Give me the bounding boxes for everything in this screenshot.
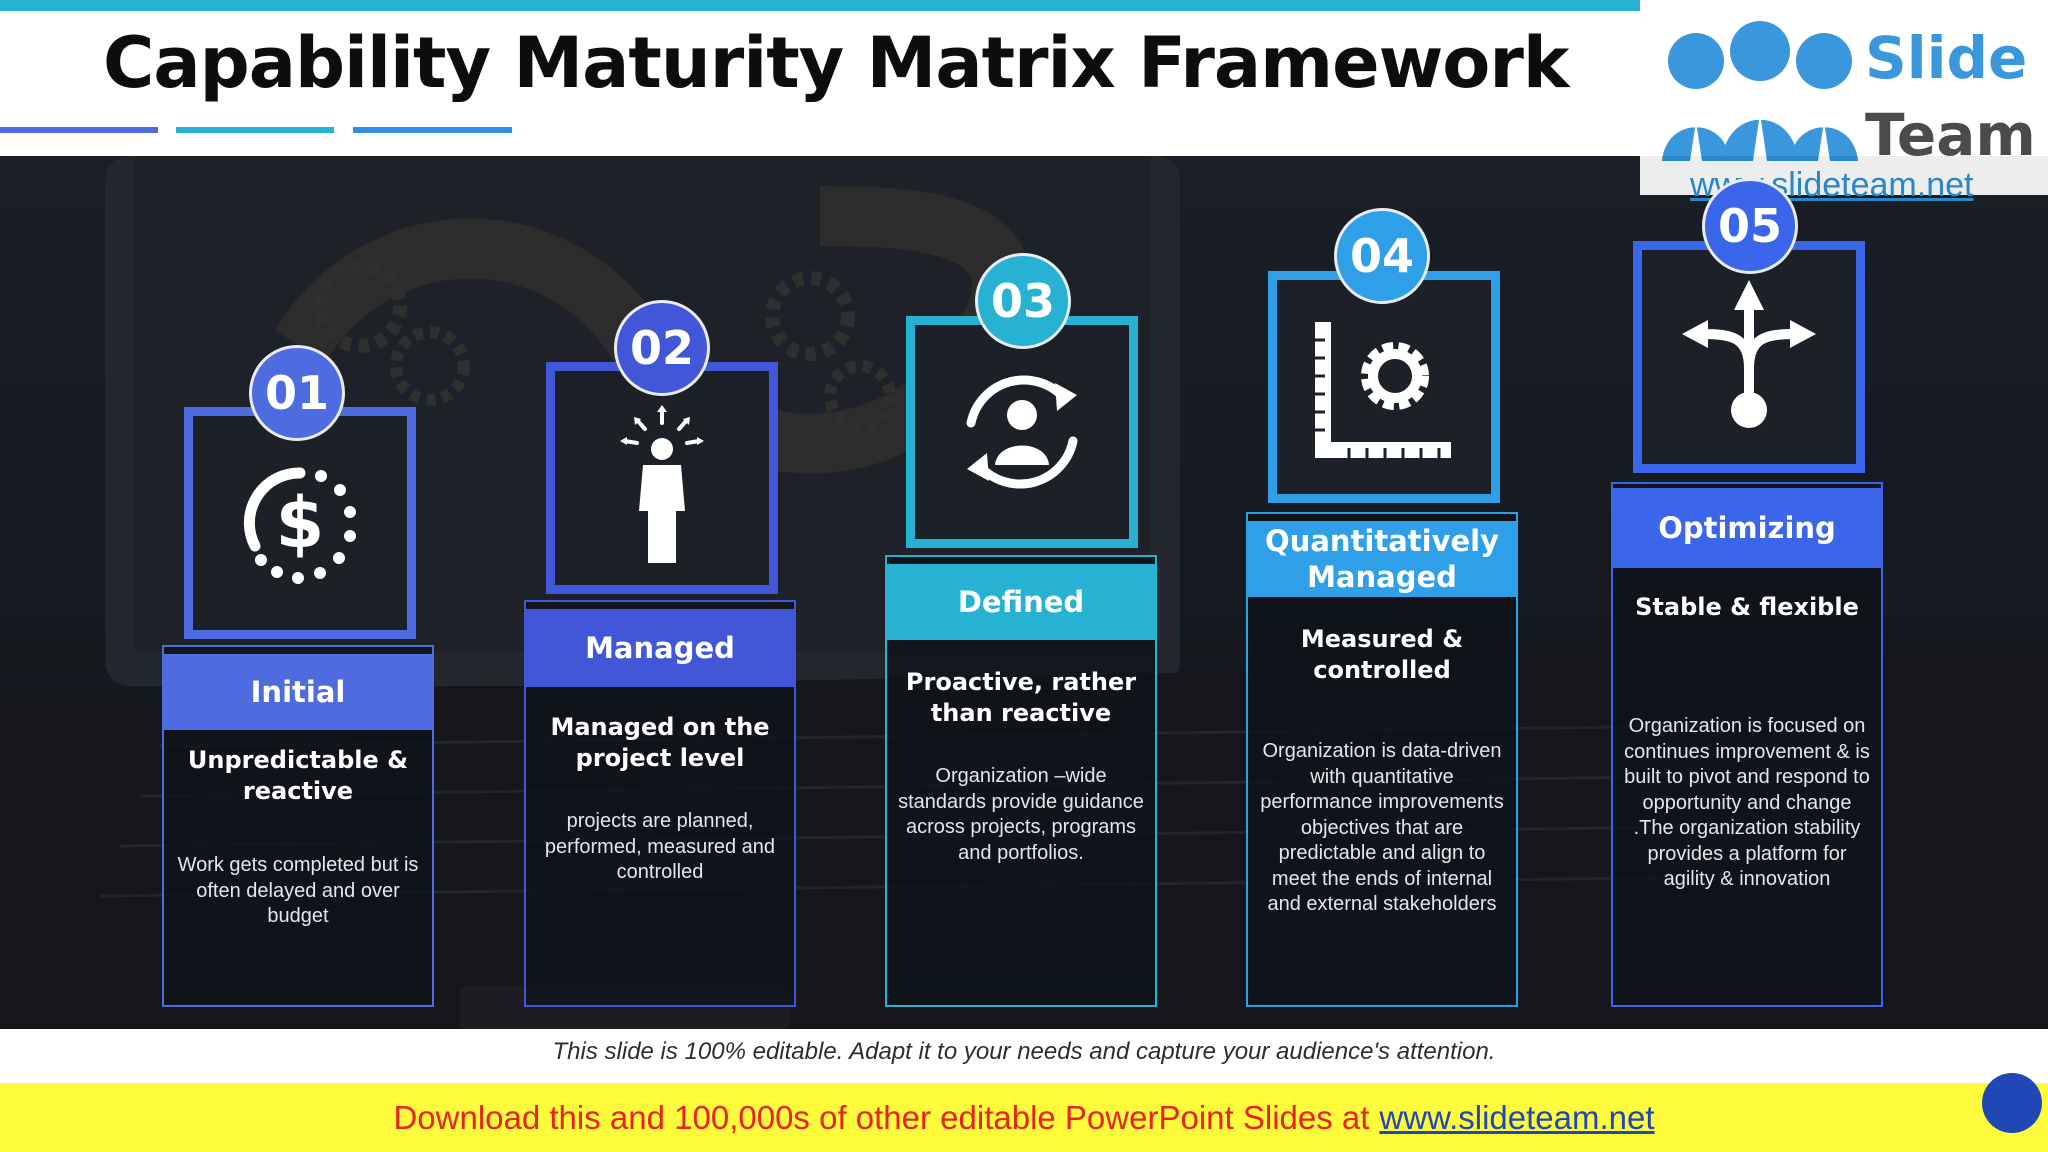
level-1-description: Work gets completed but is often delayed…: [177, 854, 419, 927]
level-2-description: projects are planned, performed, measure…: [544, 810, 776, 883]
logo-word-slide: Slide: [1865, 24, 2028, 92]
level-3-subtitle: Proactive, rather than reactive: [905, 668, 1137, 727]
level-1-subtitle: Unpredictable & reactive: [187, 746, 409, 805]
level-2-number-badge: 02: [614, 300, 710, 396]
title-underline-3: [353, 127, 512, 133]
top-accent-strip: [0, 0, 1640, 11]
level-1-name: Initial: [164, 654, 432, 730]
level-3-card: Defined Proactive, rather than reactive …: [885, 555, 1157, 1007]
slideteam-logo: Slide Team www.slideteam.net: [1640, 11, 2048, 204]
editable-note: This slide is 100% editable. Adapt it to…: [552, 1038, 1496, 1065]
download-banner-text: Download this and 100,000s of other edit…: [393, 1098, 1370, 1136]
level-2-subtitle: Managed on the project level: [550, 713, 770, 772]
level-2-name: Managed: [526, 609, 794, 687]
level-3-icon-box: [906, 316, 1138, 548]
person-ideas-icon: [620, 405, 704, 563]
level-4-number-badge: 04: [1334, 208, 1430, 304]
logo-word-team: Team: [1865, 101, 2036, 169]
corner-badge: [1982, 1073, 2042, 1133]
split-arrows-icon: [1682, 280, 1816, 428]
level-2-icon-box: [546, 362, 778, 594]
download-banner-link[interactable]: www.slideteam.net: [1379, 1098, 1655, 1136]
level-3-description: Organization –wide standards provide gui…: [898, 765, 1144, 864]
level-2-card: Managed Managed on the project level pro…: [524, 600, 796, 1007]
level-5-subtitle: Stable & flexible: [1635, 593, 1859, 621]
level-4-name: Quantitatively Managed: [1248, 521, 1516, 597]
dollar-cycle-icon: $: [243, 467, 356, 584]
level-4-card: Quantitatively Managed Measured & contro…: [1246, 512, 1518, 1007]
download-banner-content: Download this and 100,000s of other edit…: [0, 1083, 2048, 1152]
slide-title: Capability Maturity Matrix Framework: [103, 22, 1569, 104]
title-underline-2: [176, 127, 334, 133]
level-4-description: Organization is data-driven with quantit…: [1260, 740, 1504, 915]
person-refresh-icon: [966, 375, 1078, 489]
level-1-icon-box: $: [184, 407, 416, 639]
level-5-number-badge: 05: [1702, 178, 1798, 274]
download-banner: Download this and 100,000s of other edit…: [0, 1083, 2048, 1152]
level-1-number-badge: 01: [249, 345, 345, 441]
level-4-subtitle: Measured & controlled: [1300, 625, 1464, 684]
level-5-name: Optimizing: [1613, 488, 1881, 568]
title-underline-1: [0, 127, 158, 133]
gear-ruler-icon: [1315, 322, 1451, 458]
level-5-description: Organization is focused on continues imp…: [1624, 715, 1870, 890]
level-5-card: Optimizing Stable & flexible Organizatio…: [1611, 482, 1883, 1007]
level-1-card: Initial Unpredictable & reactive Work ge…: [162, 645, 434, 1007]
level-3-number-badge: 03: [975, 253, 1071, 349]
level-3-name: Defined: [887, 564, 1155, 640]
svg-text:$: $: [276, 482, 325, 564]
level-4-icon-box: [1268, 271, 1500, 503]
people-group-icon: [1662, 21, 1858, 161]
level-5-icon-box: [1633, 241, 1865, 473]
